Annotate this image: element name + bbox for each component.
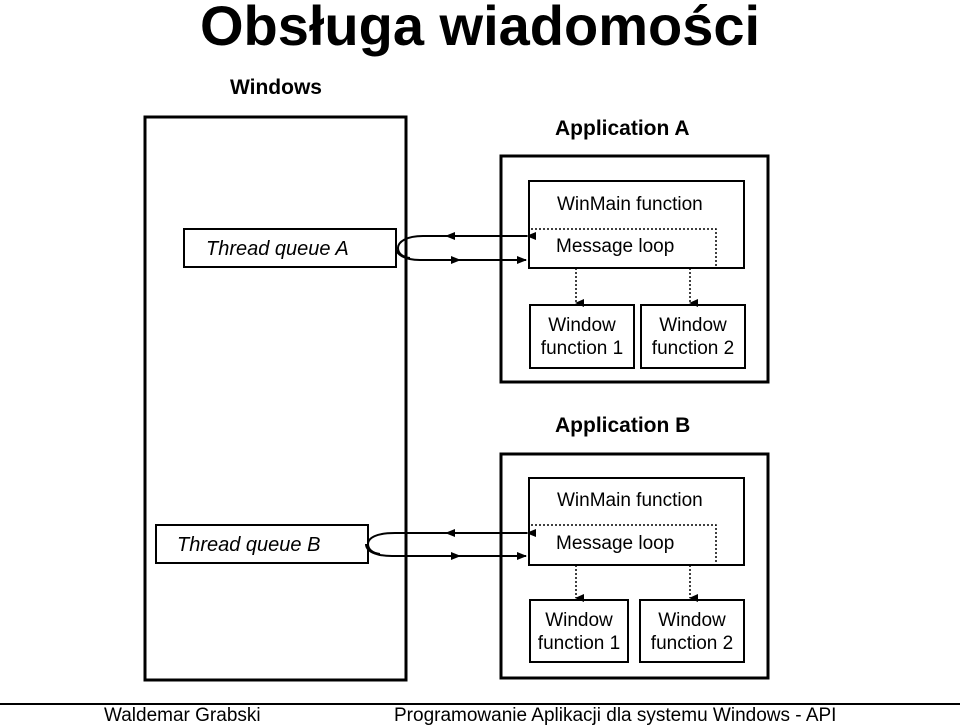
app-b-winmain-box <box>528 477 745 566</box>
windows-box <box>143 115 408 682</box>
footer-author: Waldemar Grabski <box>104 705 261 726</box>
app-b-window-fn-2-line2: function 2 <box>651 633 733 654</box>
app-b-window-fn-1-line2: function 1 <box>538 633 620 654</box>
queue-a-get-message-arrow <box>396 232 536 259</box>
thread-queue-b-label: Thread queue B <box>177 534 320 556</box>
app-b-winmain-label: WinMain function <box>557 490 703 511</box>
app-a-window-fn-1-line1: Window <box>548 315 616 336</box>
app-a-window-fn-2-box <box>640 304 746 369</box>
app-a-window-fn-1-box <box>529 304 635 369</box>
footer-course: Programowanie Aplikacji dla systemu Wind… <box>394 705 837 726</box>
app-a-winmain-label: WinMain function <box>557 194 703 215</box>
app-b-box <box>499 452 770 680</box>
app-b-message-loop-outline <box>531 524 717 563</box>
app-b-message-loop-label: Message loop <box>556 533 674 554</box>
app-a-message-loop-outline <box>531 228 717 266</box>
app-b-title: Application B <box>555 414 690 437</box>
queue-a-to-app-a-path <box>395 247 527 264</box>
app-a-title: Application A <box>555 117 690 140</box>
windows-label: Windows <box>230 76 322 99</box>
app-b-window-fn-2-line1: Window <box>658 610 726 631</box>
app-b-window-fn-1-line1: Window <box>545 610 613 631</box>
footer-divider <box>0 703 960 705</box>
app-b-window-fn-1-box <box>529 599 629 663</box>
queue-b-to-app-b-path <box>365 543 527 560</box>
app-b-window-fn-2-box <box>639 599 745 663</box>
app-a-window-fn-1-line2: function 1 <box>541 338 623 359</box>
app-a-box <box>499 154 770 384</box>
thread-queue-a-label: Thread queue A <box>206 238 349 260</box>
app-a-window-fn-2-line2: function 2 <box>652 338 734 359</box>
thread-queue-a-box <box>183 228 397 268</box>
app-a-window-fn-2-line1: Window <box>659 315 727 336</box>
thread-queue-b-box <box>155 524 369 564</box>
queue-b-get-message-arrow <box>366 529 536 555</box>
app-a-winmain-box <box>528 180 745 269</box>
slide-title: Obsługa wiadomości <box>199 0 761 57</box>
app-a-message-loop-label: Message loop <box>556 236 674 257</box>
message-flow-diagram: Windows Thread queue A Thread queue B Ap… <box>143 76 770 682</box>
